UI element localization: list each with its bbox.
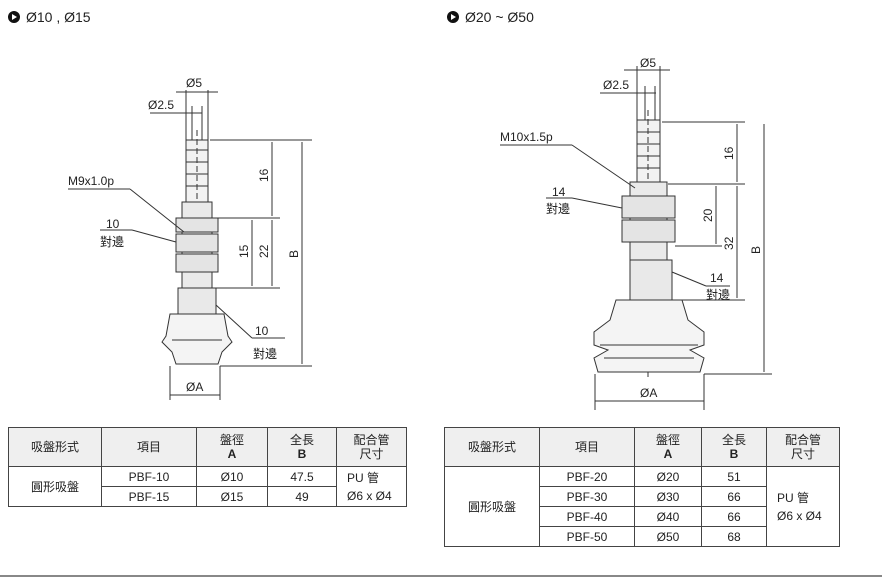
- label-hex1-note: 對邊: [100, 235, 124, 249]
- label-d25: Ø2.5: [148, 98, 174, 112]
- play-bullet-icon: [8, 11, 20, 23]
- label-hex2-size: 14: [710, 271, 724, 285]
- cell-item: PBF-10: [101, 466, 197, 487]
- label-thread: M9x1.0p: [68, 174, 114, 188]
- cell-item: PBF-15: [101, 486, 197, 507]
- cell-len: 66: [701, 486, 767, 507]
- cell-len: 51: [701, 466, 767, 487]
- bottom-divider: [0, 575, 882, 577]
- right-suction-cup-drawing: Ø5 Ø2.5 M10x1.5p 14 對邊 16 20 32 B 14 對邊 …: [500, 56, 772, 410]
- label-hex1-size: 14: [552, 185, 566, 199]
- play-bullet-icon: [447, 11, 459, 23]
- cell-len: 66: [701, 506, 767, 527]
- table-row: PBF-30 Ø30 66: [445, 486, 840, 507]
- left-title-text: Ø10 , Ø15: [26, 9, 91, 25]
- label-dimB: B: [749, 246, 763, 254]
- header-type: 吸盤形式: [444, 427, 540, 467]
- label-dA: ØA: [186, 380, 203, 394]
- label-dim16: 16: [257, 168, 271, 182]
- cell-dia: Ø10: [196, 466, 268, 487]
- label-dA: ØA: [640, 386, 657, 400]
- label-d5: Ø5: [640, 56, 656, 70]
- label-d5: Ø5: [186, 76, 202, 90]
- left-suction-cup-drawing: Ø5 Ø2.5 M9x1.0p 10 對邊 16 15 22 B 10 對邊 Ø…: [68, 76, 312, 400]
- cell-len: 68: [701, 526, 767, 547]
- cell-item: PBF-20: [539, 466, 635, 487]
- cell-dia: Ø20: [634, 466, 702, 487]
- right-title-text: Ø20 ~ Ø50: [465, 9, 534, 25]
- label-hex2-note: 對邊: [253, 347, 277, 361]
- label-hex1-size: 10: [106, 217, 120, 231]
- cell-type: 圓形吸盤: [8, 466, 102, 507]
- label-hex1-note: 對邊: [546, 202, 570, 216]
- label-dim16: 16: [722, 146, 736, 160]
- label-dimB: B: [287, 250, 301, 258]
- header-tube: 配合管尺寸: [336, 427, 407, 467]
- left-section-title: Ø10 , Ø15: [8, 9, 91, 25]
- header-tube: 配合管尺寸: [766, 427, 840, 467]
- header-item: 項目: [101, 427, 197, 467]
- cell-item: PBF-30: [539, 486, 635, 507]
- table-row: PBF-15 Ø15 49: [9, 486, 407, 507]
- label-dim32: 32: [722, 236, 736, 250]
- cell-dia: Ø15: [196, 486, 268, 507]
- label-hex2-size: 10: [255, 324, 269, 338]
- label-thread: M10x1.5p: [500, 130, 553, 144]
- label-dim15: 15: [237, 244, 251, 258]
- cell-item: PBF-40: [539, 506, 635, 527]
- label-dim20: 20: [701, 208, 715, 222]
- right-section-title: Ø20 ~ Ø50: [447, 9, 534, 25]
- header-item: 項目: [539, 427, 635, 467]
- label-dim22: 22: [257, 244, 271, 258]
- cell-dia: Ø40: [634, 506, 702, 527]
- cell-dia: Ø30: [634, 486, 702, 507]
- label-d25: Ø2.5: [603, 78, 629, 92]
- cell-item: PBF-50: [539, 526, 635, 547]
- cell-dia: Ø50: [634, 526, 702, 547]
- table-row: PBF-50 Ø50 68: [445, 526, 840, 547]
- label-hex2-note: 對邊: [706, 288, 730, 302]
- cell-type: 圓形吸盤: [444, 466, 540, 547]
- cell-len: 47.5: [267, 466, 337, 487]
- cell-len: 49: [267, 486, 337, 507]
- header-type: 吸盤形式: [8, 427, 102, 467]
